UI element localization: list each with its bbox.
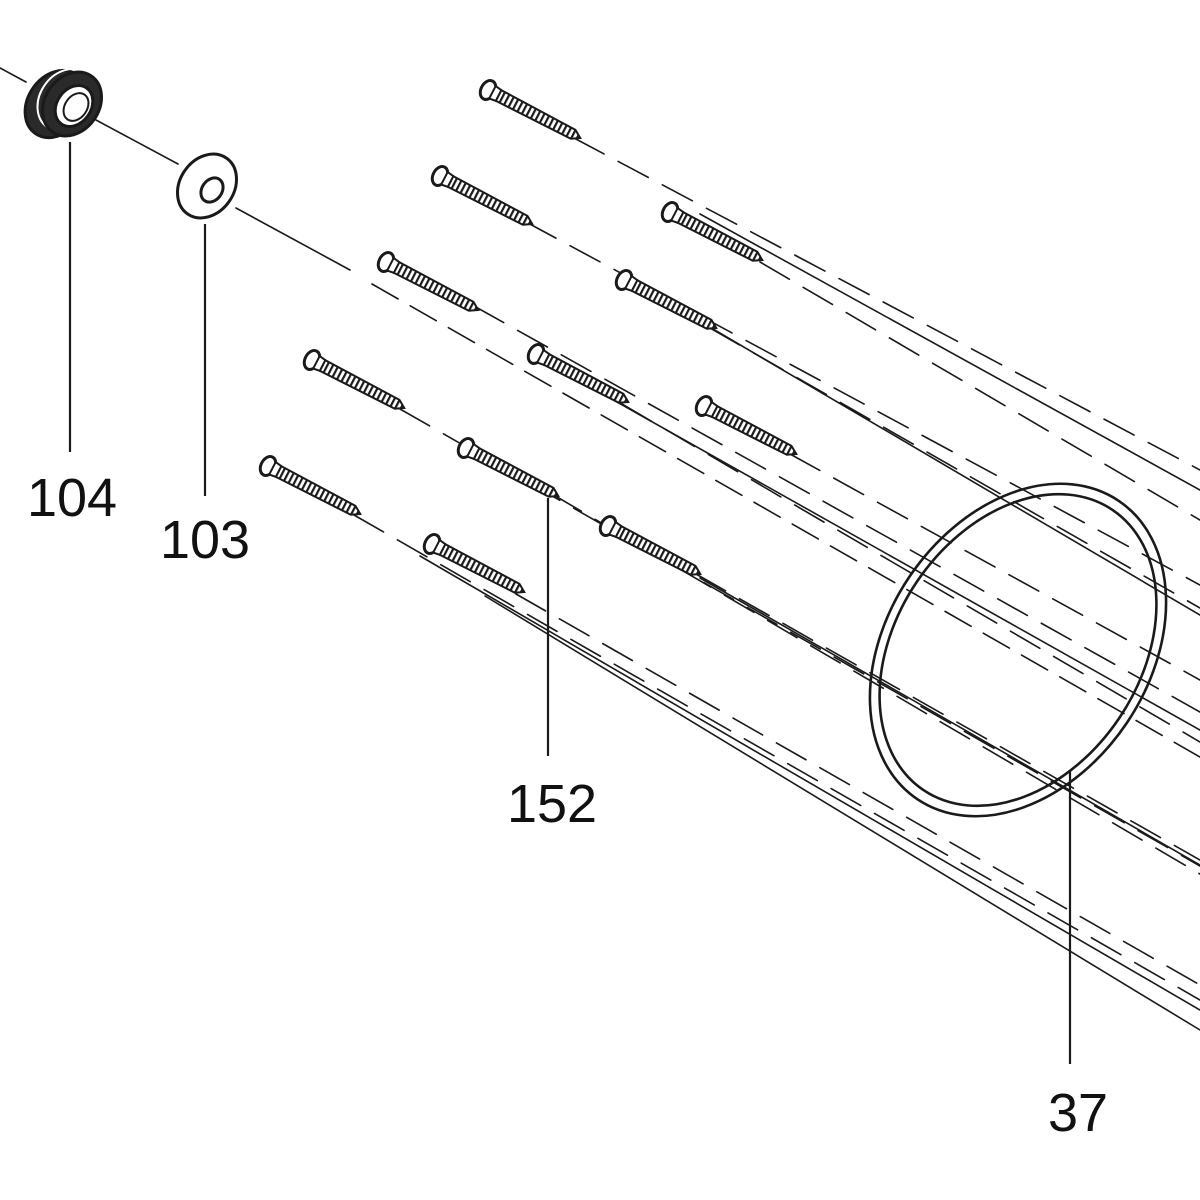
seal-part-104: [23, 68, 103, 140]
screw: [427, 162, 539, 235]
screw: [523, 340, 635, 413]
screw: [373, 248, 485, 321]
part-label-152: 152: [507, 774, 597, 834]
screw: [691, 392, 803, 465]
screw-group-152: [255, 76, 803, 603]
screw: [453, 434, 565, 507]
part-label-103: 103: [160, 510, 250, 570]
screw: [595, 512, 707, 585]
screw: [299, 346, 411, 419]
part-label-37: 37: [1048, 1083, 1108, 1143]
screw: [611, 266, 723, 339]
screw: [475, 76, 587, 149]
washer-part-103: [176, 152, 238, 220]
screw: [657, 198, 769, 271]
screw: [255, 452, 367, 525]
part-label-104: 104: [27, 468, 117, 528]
leader-lines: [68, 142, 1072, 1064]
o-ring-part-37: [868, 482, 1168, 818]
